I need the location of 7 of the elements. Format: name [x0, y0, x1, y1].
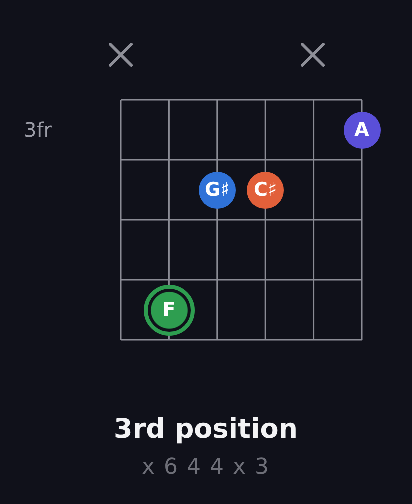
chord-title: 3rd position [114, 416, 298, 443]
root-note-dot: F [144, 284, 195, 336]
note-dot: A [344, 112, 380, 148]
note-dot: G♯ [198, 172, 236, 208]
fingering-caption: x 6 4 4 x 3 [142, 457, 270, 479]
note-dot: C♯ [247, 172, 284, 208]
fret-number-label: 3fr [24, 120, 52, 140]
